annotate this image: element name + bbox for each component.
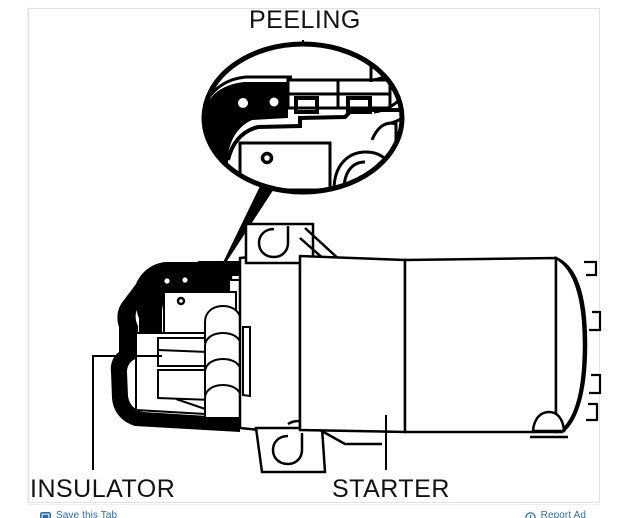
motor-end-bell — [556, 258, 586, 432]
rivet-dot — [238, 98, 248, 108]
label-peeling: PEELING — [249, 6, 361, 35]
end-bell-tab — [589, 312, 600, 330]
label-starter: STARTER — [332, 475, 450, 504]
rivet-dot — [164, 278, 169, 283]
motor-barrel-front — [300, 256, 405, 432]
lower-mounting-ear — [256, 428, 325, 472]
end-bell-tab — [584, 262, 596, 275]
label-insulator: INSULATOR — [30, 475, 175, 504]
rivet-dot — [270, 98, 279, 107]
end-bell-tab — [589, 375, 600, 393]
brush-segment — [158, 370, 212, 400]
detail-circle-group — [202, 43, 442, 193]
end-bell-tab — [586, 404, 597, 420]
rivet-dot — [182, 277, 187, 282]
starter-assembly-group — [111, 224, 600, 472]
pinion-lobe — [205, 385, 241, 418]
bottom-action-bar: Save this Tab Report Ad — [28, 504, 600, 518]
flange-inner-rail — [243, 327, 250, 396]
motor-barrel-rear — [405, 258, 556, 432]
